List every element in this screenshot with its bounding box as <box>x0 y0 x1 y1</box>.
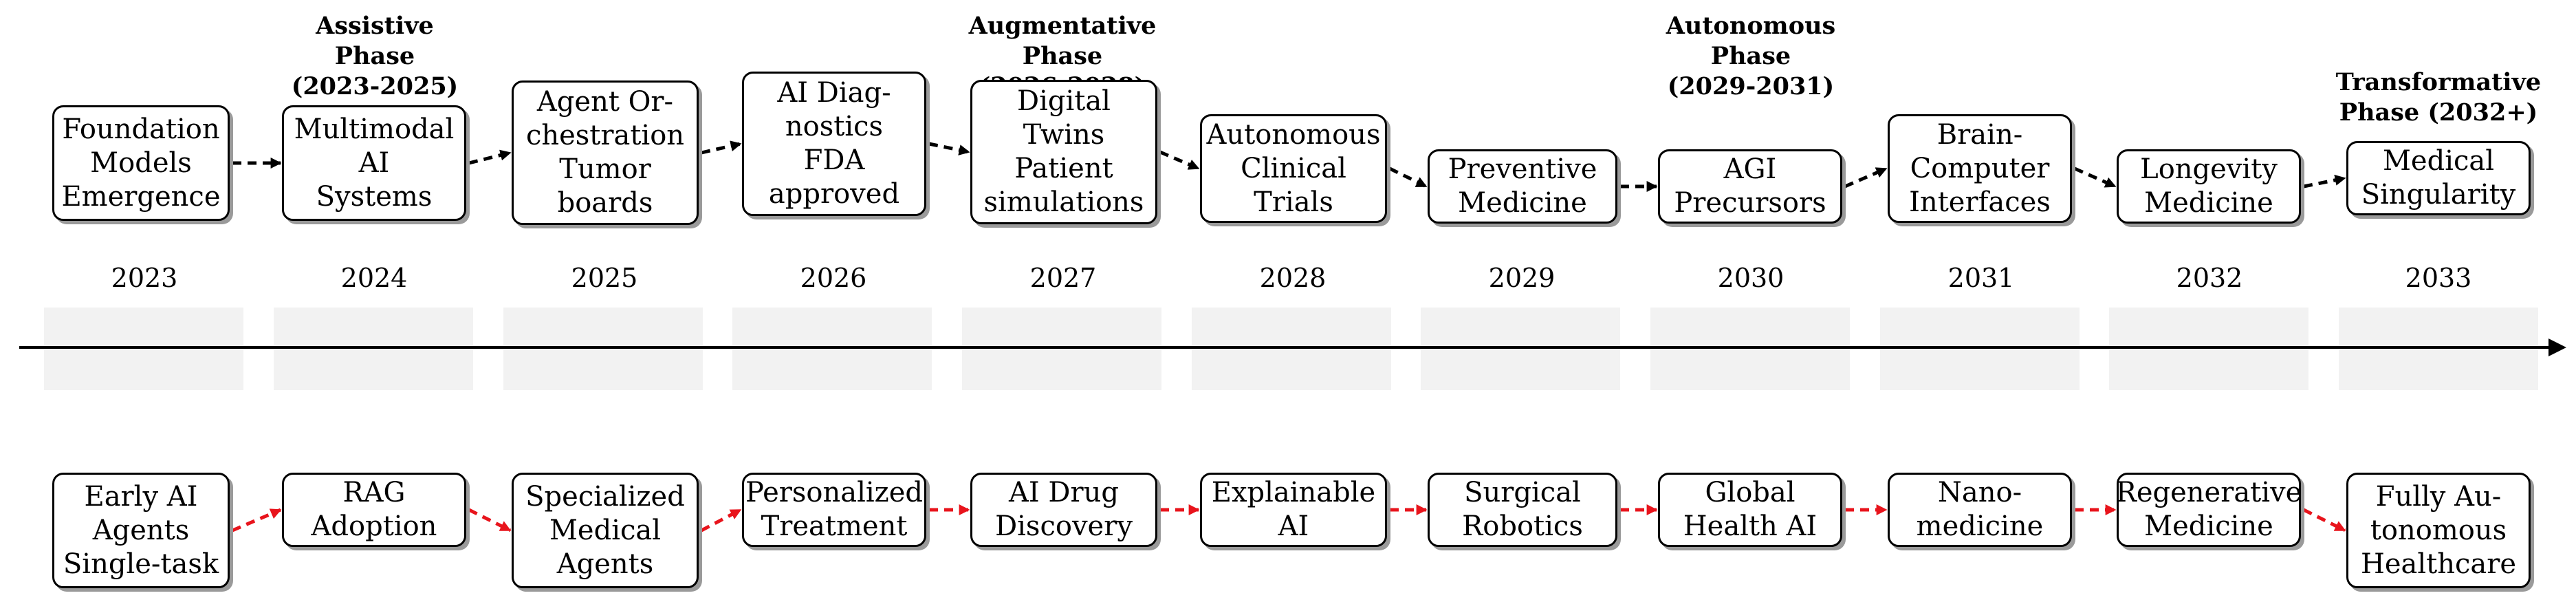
year-label: 2025 <box>571 263 638 293</box>
bottom-node-rag-adoption: RAG Adoption <box>282 473 466 547</box>
bottom-node-explainable-ai: Explainable AI <box>1200 473 1387 547</box>
year-band <box>1880 308 2080 390</box>
top-connector-arrow <box>1388 166 1428 189</box>
year-label: 2030 <box>1717 263 1784 293</box>
phase-transformative: Transformative Phase (2032+) <box>2335 68 2542 127</box>
year-label: 2029 <box>1488 263 1556 293</box>
bottom-node-fully-autonomous-healthcare: Fully Au- tonomous Healthcare <box>2346 473 2531 588</box>
bottom-node-personalized-treatment: Personalized Treatment <box>742 473 926 547</box>
bottom-node-global-health-ai: Global Health AI <box>1658 473 1842 547</box>
year-label: 2026 <box>800 263 867 293</box>
bottom-connector-arrow <box>468 508 512 533</box>
top-connector-arrow <box>1159 150 1200 171</box>
year-band <box>732 308 932 390</box>
top-node-agent-orchestration: Agent Or- chestration Tumor boards <box>512 80 699 225</box>
top-connector-arrow <box>1844 166 1888 189</box>
year-label: 2024 <box>340 263 408 293</box>
top-node-longevity-medicine: Longevity Medicine <box>2117 149 2301 224</box>
top-node-ai-diagnostics: AI Diag- nostics FDA approved <box>742 72 926 216</box>
bottom-node-specialized-medical-agents: Specialized Medical Agents <box>512 473 699 588</box>
year-label: 2031 <box>1947 263 2015 293</box>
year-band <box>2109 308 2308 390</box>
top-connector-arrow <box>2303 174 2346 189</box>
year-label: 2028 <box>1259 263 1327 293</box>
year-label: 2023 <box>111 263 178 293</box>
top-connector-arrow <box>468 149 512 165</box>
phase-assistive: Assistive Phase (2023-2025) <box>291 12 459 100</box>
bottom-connector-arrow <box>700 508 742 533</box>
year-band <box>962 308 1161 390</box>
year-band <box>1421 308 1620 390</box>
top-node-foundation-models: Foundation Models Emergence <box>52 105 230 221</box>
timeline-arrowhead <box>2548 338 2566 356</box>
top-connector-arrow <box>701 140 742 155</box>
year-band <box>1650 308 1850 390</box>
top-node-autonomous-clinical-trials: Autonomous Clinical Trials <box>1200 114 1387 223</box>
year-label: 2032 <box>2176 263 2243 293</box>
year-band <box>274 308 473 390</box>
bottom-node-early-ai-agents: Early AI Agents Single-task <box>52 473 230 588</box>
year-band <box>1192 308 1391 390</box>
year-label: 2033 <box>2405 263 2472 293</box>
top-node-preventive-medicine: Preventive Medicine <box>1428 149 1617 224</box>
bottom-node-regenerative-medicine: Regenerative Medicine <box>2116 473 2302 547</box>
top-node-brain-computer-interfaces: Brain- Computer Interfaces <box>1888 114 2072 223</box>
top-node-multimodal-ai: Multimodal AI Systems <box>282 105 466 221</box>
bottom-node-ai-drug-discovery: AI Drug Discovery <box>970 473 1157 547</box>
year-band <box>44 308 243 390</box>
top-node-digital-twins: Digital Twins Patient simulations <box>970 80 1157 224</box>
timeline-axis <box>19 346 2551 349</box>
year-band <box>503 308 703 390</box>
bottom-connector-arrow <box>232 508 282 533</box>
top-connector-arrow <box>2073 166 2117 189</box>
top-node-medical-singularity: Medical Singularity <box>2346 141 2531 215</box>
bottom-node-nano-medicine: Nano- medicine <box>1888 473 2072 547</box>
bottom-connector-arrow <box>2302 508 2346 533</box>
phase-autonomous: Autonomous Phase (2029-2031) <box>1666 12 1836 100</box>
year-label: 2027 <box>1029 263 1097 293</box>
top-connector-arrow <box>928 142 970 155</box>
top-node-agi-precursors: AGI Precursors <box>1658 149 1842 224</box>
year-band <box>2339 308 2538 390</box>
bottom-node-surgical-robotics: Surgical Robotics <box>1428 473 1617 547</box>
